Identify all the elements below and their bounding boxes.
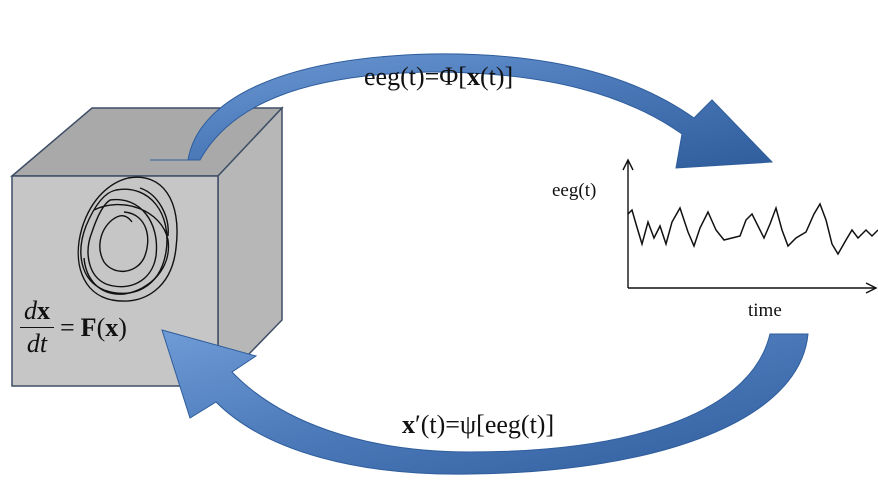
- eeg-signal-trace: [627, 202, 878, 256]
- signal-plot-axes: [622, 158, 878, 294]
- top-eq-suffix: (t)]: [479, 62, 514, 91]
- bottom-eq-suffix: ′(t)=ψ[eeg(t)]: [415, 410, 555, 439]
- top-eq-prefix: eeg(t)=Φ[: [364, 62, 467, 91]
- bottom-eq-state-vector: x: [402, 410, 415, 439]
- argument-x: x: [105, 312, 119, 342]
- y-axis-arrowhead: [622, 158, 634, 171]
- denominator-dt: dt: [26, 329, 48, 358]
- numerator-x: x: [37, 296, 50, 325]
- reconstruction-equation: x′(t)=ψ[eeg(t)]: [402, 410, 554, 440]
- numerator-d: d: [24, 296, 37, 325]
- equals-sign: =: [60, 312, 75, 342]
- open-paren: (: [96, 312, 106, 342]
- x-axis-arrowhead: [865, 282, 878, 294]
- vector-field-F: F: [80, 312, 97, 342]
- top-eq-state-vector: x: [466, 62, 480, 91]
- plot-y-label: eeg(t): [552, 180, 597, 201]
- derivative-fraction: dx dt: [20, 296, 54, 359]
- top-curved-arrow: [150, 53, 774, 169]
- observation-function-equation: eeg(t)=Φ[x(t)]: [364, 62, 513, 92]
- bottom-curved-arrow: [161, 329, 809, 475]
- close-paren: ): [118, 312, 127, 342]
- plot-x-label: time: [748, 300, 782, 321]
- attractor-trajectory: [77, 176, 178, 302]
- dynamics-equation: dx dt = F(x): [20, 296, 127, 359]
